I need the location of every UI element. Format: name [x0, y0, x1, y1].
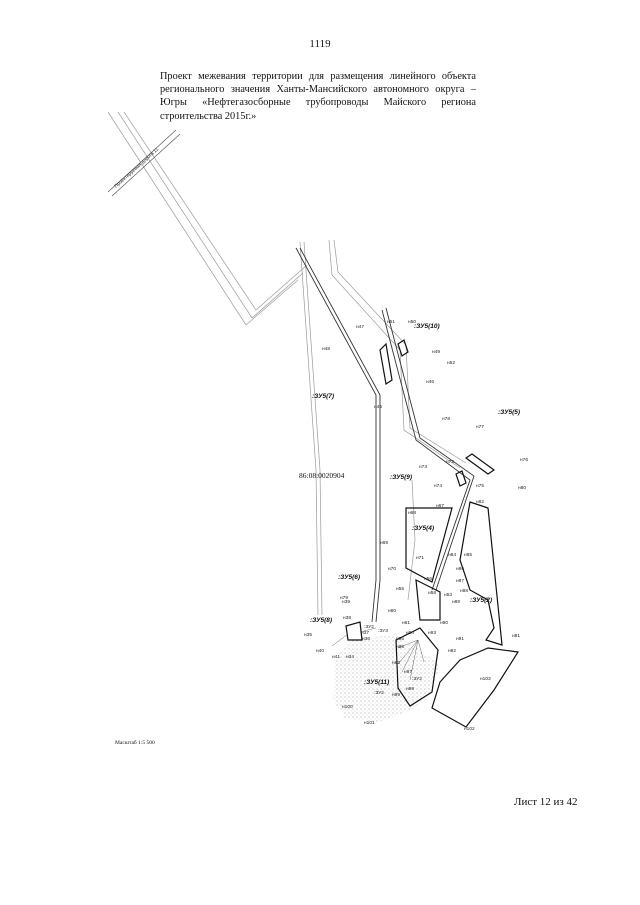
point-label: н79	[340, 595, 348, 601]
point-label: н41	[332, 654, 340, 660]
point-label: н48	[322, 346, 330, 352]
sub-label: :ЗУ2	[364, 624, 374, 630]
parcel-outlines	[345, 339, 520, 728]
point-label: н58	[428, 590, 436, 596]
point-label: н46	[426, 379, 434, 385]
point-label: н38	[343, 615, 351, 621]
point-label: н82	[476, 499, 484, 505]
point-label: н34	[346, 654, 354, 660]
point-label: н80	[518, 485, 526, 491]
point-label: н35	[304, 632, 312, 638]
point-label: н49	[432, 349, 440, 355]
point-label: н99	[392, 692, 400, 698]
point-label: н77	[476, 424, 484, 430]
point-label: н53	[444, 592, 452, 598]
point-label: н73	[419, 464, 427, 470]
cross-road	[107, 129, 181, 197]
leader-lines	[331, 627, 425, 681]
point-label: н78	[442, 416, 450, 422]
sub-label: :ЗУ2	[374, 690, 384, 696]
page-number: 1119	[309, 38, 331, 50]
zone-label: :ЗУ5(11)	[364, 679, 389, 686]
point-label: н70	[388, 566, 396, 572]
point-label: н98	[406, 686, 414, 692]
point-label: н89	[452, 599, 460, 605]
point-label: н76	[520, 457, 528, 463]
point-label: н83	[392, 660, 400, 666]
point-label: н101	[364, 720, 375, 726]
point-label: н75	[476, 483, 484, 489]
point-label: н81	[512, 633, 520, 639]
document-title: Проект межевания территории для размещен…	[160, 70, 476, 123]
point-label: н51	[387, 319, 395, 325]
point-label: н100	[342, 704, 353, 710]
point-label: н87	[456, 578, 464, 584]
title-line: строительства 2015г.»	[160, 110, 257, 122]
point-label: н71	[416, 555, 424, 561]
point-label: н95	[396, 636, 404, 642]
point-label: н36	[362, 636, 370, 642]
sand-area	[333, 635, 440, 722]
zone-label: :ЗУ5(9)	[390, 474, 412, 481]
point-label: н67	[436, 503, 444, 509]
point-label: н103	[480, 676, 491, 682]
point-label: н50	[408, 319, 416, 325]
zone-label: :ЗУ5(5)	[498, 409, 520, 416]
road-corridors	[107, 111, 467, 616]
point-label: н68	[408, 510, 416, 516]
point-label: н45	[374, 404, 382, 410]
zone-label: :ЗУ5(6)	[338, 574, 360, 581]
point-label: н37	[361, 630, 369, 636]
zone-label: :ЗУ5(2)	[470, 597, 492, 604]
sheet-number: Лист 12 из 42	[514, 796, 578, 808]
point-label: н74	[434, 483, 442, 489]
title-line: Проект межевания территории для размещен…	[160, 71, 476, 82]
zone-labels: :ЗУ5(10) :ЗУ5(7) :ЗУ5(5) :ЗУ5(9) :ЗУ5(4)…	[310, 323, 520, 686]
title-line: регионального значения Ханты-Мансийского…	[160, 84, 476, 96]
point-label: н56	[424, 576, 432, 582]
point-label: н96	[396, 644, 404, 650]
sub-label: :ЗУ3	[378, 628, 388, 634]
road-label: Проектируемая дорога 11	[113, 146, 160, 189]
point-label: н52	[447, 360, 455, 366]
point-label: н91	[456, 636, 464, 642]
point-label: н47	[356, 324, 364, 330]
point-label: н102	[464, 726, 475, 732]
point-label: н39	[342, 599, 350, 605]
point-label: н84	[448, 552, 456, 558]
point-label: н94	[406, 630, 414, 636]
cadastral-quarter: 86:08:0020904	[299, 471, 345, 480]
point-label: н60	[388, 608, 396, 614]
point-label: н88	[460, 588, 468, 594]
sub-labels: :ЗУ3 :ЗУ2 :ЗУ2 :ЗУ2	[364, 624, 422, 696]
zone-label: :ЗУ5(10)	[414, 323, 440, 330]
point-label: н72	[446, 459, 454, 465]
zone-label: :ЗУ5(4)	[412, 525, 434, 532]
point-label: н69	[380, 540, 388, 546]
zone-label: :ЗУ5(8)	[310, 617, 332, 624]
point-label: н97	[404, 669, 412, 675]
zone-label: :ЗУ5(7)	[312, 393, 334, 400]
scale-label: Масштаб 1:5 500	[115, 740, 155, 746]
point-label: н93	[428, 630, 436, 636]
point-label: н61	[402, 620, 410, 626]
point-labels: н51 н50 н47 н49 н48 н52 н46 н45 н78 н77 …	[304, 319, 528, 732]
point-label: н40	[316, 648, 324, 654]
pipeline-corridor	[295, 247, 475, 623]
title-line: Югры «Нефтегазосборные трубопроводы Майс…	[160, 97, 476, 109]
point-label: н92	[448, 648, 456, 654]
sub-label: :ЗУ2	[412, 676, 422, 682]
point-label: н85	[464, 552, 472, 558]
point-label: н90	[440, 620, 448, 626]
point-label: н55	[396, 586, 404, 592]
point-label: н86	[456, 566, 464, 572]
